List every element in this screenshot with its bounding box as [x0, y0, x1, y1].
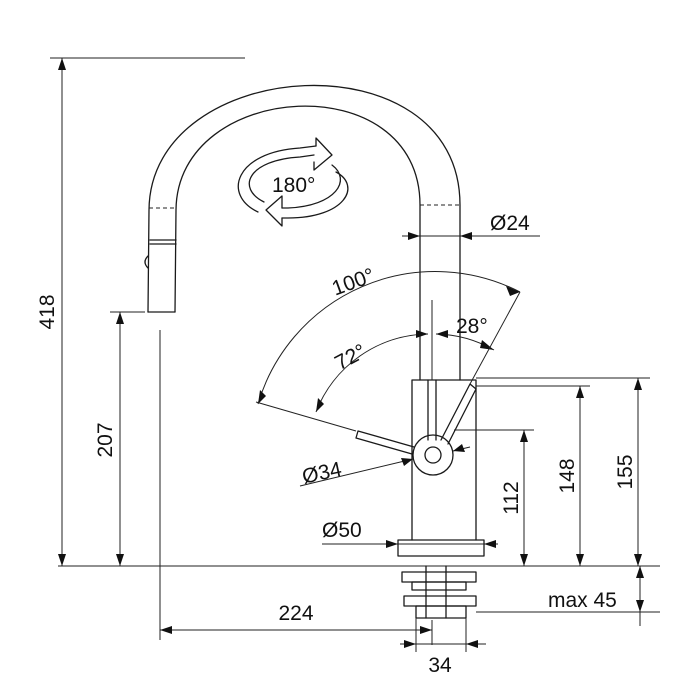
faucet-outline — [58, 84, 660, 619]
base-width-label: 34 — [428, 654, 452, 677]
angle-28-label: 28° — [456, 315, 488, 338]
angle-72-label: 72° — [331, 340, 370, 375]
lever-diameter-label: Ø34 — [300, 458, 344, 489]
dim-base-width: 34 — [400, 618, 486, 677]
rotation-label: 180° — [272, 174, 315, 197]
total-height-label: 418 — [36, 294, 59, 329]
angle-100-label: 100° — [329, 264, 378, 300]
angle-dimensions: 100° 28° 72° — [255, 264, 521, 432]
dim-lever-diameter: Ø34 — [299, 444, 471, 489]
spout-outer-arc — [147, 84, 461, 381]
dim-total-height: 418 — [36, 57, 245, 566]
lever-hub — [412, 434, 454, 476]
body-height-label: 148 — [556, 458, 579, 493]
dim-max-deck: max 45 — [476, 566, 660, 626]
lever-center-position — [427, 379, 437, 441]
base-ring — [397, 539, 485, 557]
arc-72 — [315, 333, 429, 413]
spray-button — [144, 255, 149, 269]
faucet-body — [411, 379, 477, 541]
spout-diameter-label: Ø24 — [490, 212, 530, 235]
reach-label: 224 — [278, 602, 313, 625]
lever-front-position — [355, 430, 415, 455]
handle-height-label: 155 — [614, 454, 637, 489]
dim-base-diameter: Ø50 — [322, 519, 498, 548]
lever-height-label: 112 — [500, 481, 523, 514]
mounting-hardware — [401, 565, 477, 619]
rotation-symbol: 180° — [237, 137, 349, 227]
arc-100 — [257, 271, 521, 405]
spout-height-label: 207 — [94, 422, 117, 457]
dim-spout-height: 207 — [94, 311, 145, 566]
lever-back-position — [440, 383, 477, 445]
dim-reach: 224 — [159, 330, 433, 645]
dim-spout-diameter: Ø24 — [402, 212, 540, 240]
lever-hub-inner — [424, 446, 442, 464]
dim-right-heights: 112 148 155 — [454, 377, 650, 566]
spout-inner-arc — [174, 105, 421, 381]
base-diameter-label: Ø50 — [322, 519, 362, 542]
max-deck-label: max 45 — [548, 589, 617, 612]
